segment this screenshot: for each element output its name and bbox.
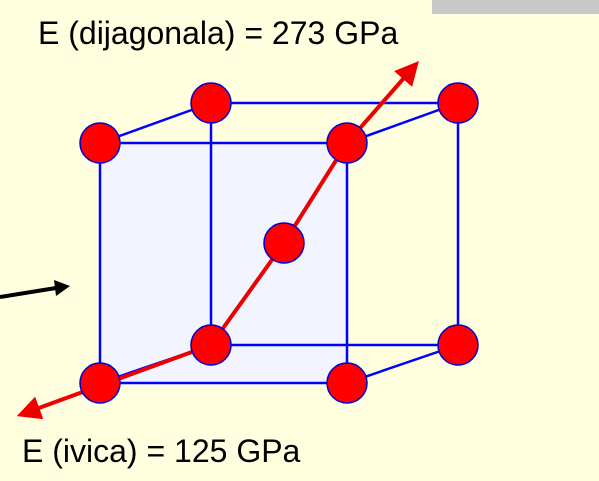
diagonal-modulus-label: E (dijagonala) = 273 GPa (38, 17, 398, 49)
atom-back-bottom-left (191, 325, 231, 365)
atom-body-center (264, 223, 304, 263)
atom-front-bottom-right (327, 363, 367, 403)
atom-front-bottom-left (80, 363, 120, 403)
atom-back-top-left (191, 83, 231, 123)
atom-back-bottom-right (438, 325, 478, 365)
edge-modulus-label: E (ivica) = 125 GPa (22, 435, 300, 467)
pointer-arrow (0, 280, 70, 297)
atom-front-top-right (327, 123, 367, 163)
atom-front-top-left (80, 123, 120, 163)
atom-back-top-right (438, 83, 478, 123)
